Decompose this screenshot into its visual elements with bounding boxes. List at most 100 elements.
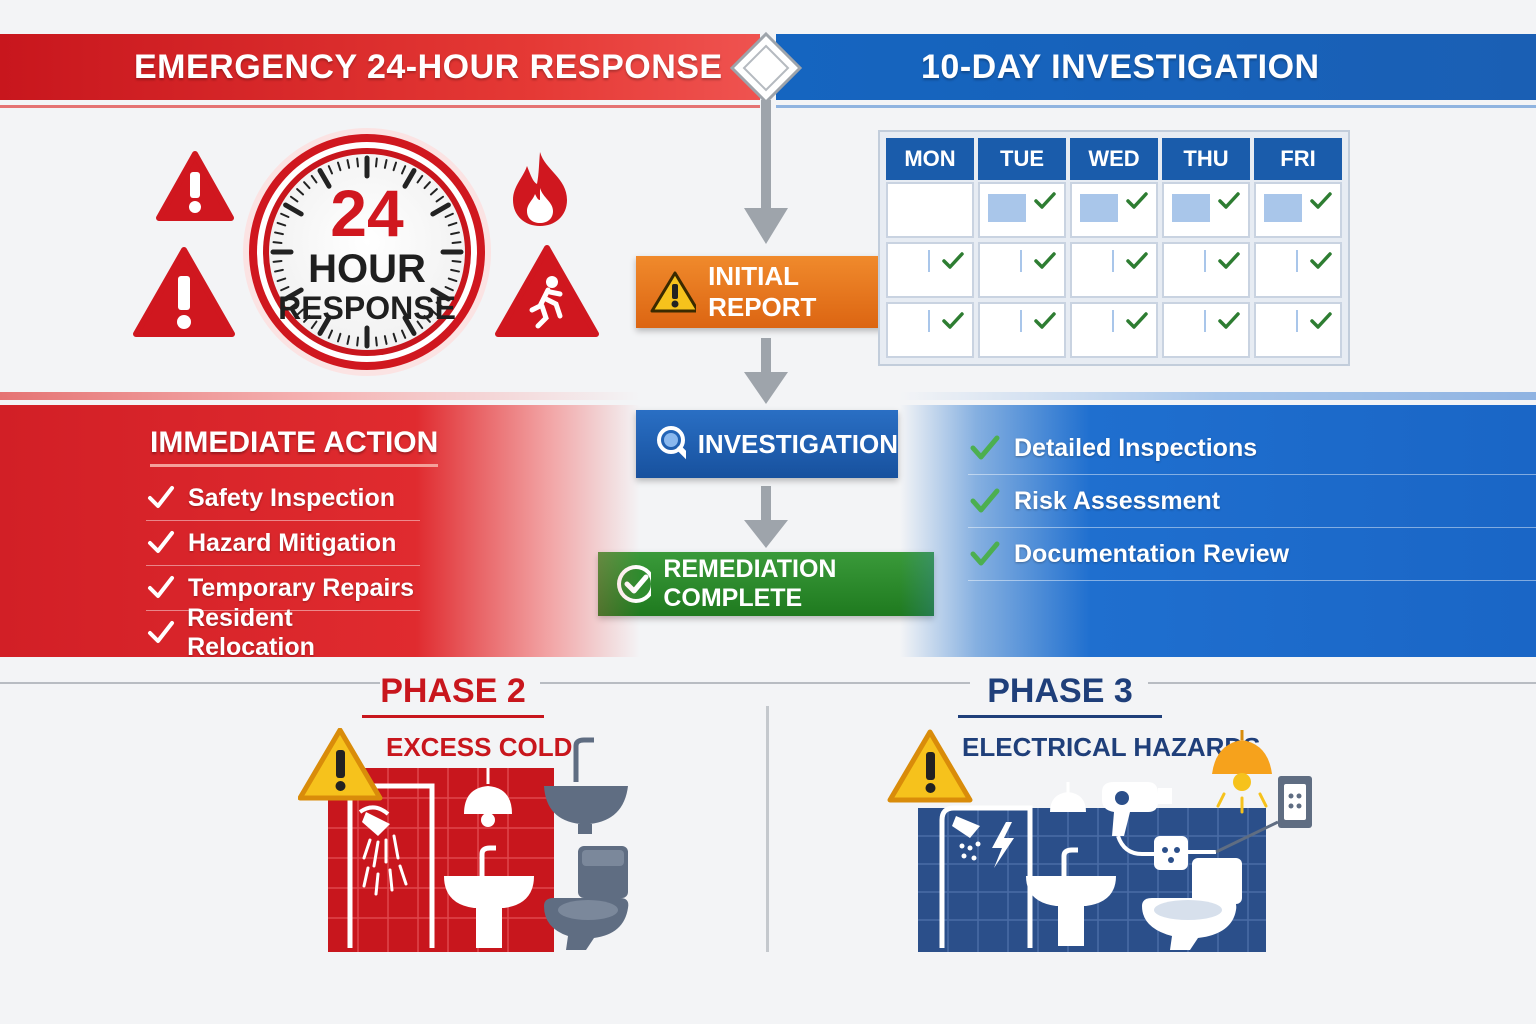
warning-triangle-icon (156, 151, 234, 221)
clock-line1: HOUR (308, 247, 426, 291)
phase3-hazard: ELECTRICAL HAZARDS (962, 732, 1261, 762)
clock-tick (317, 168, 332, 189)
checkmark-icon (942, 252, 964, 269)
clock-tick (374, 336, 378, 347)
investigation-panel (900, 405, 1536, 657)
phase2-number: 2 (506, 672, 526, 710)
calendar-marker (1020, 310, 1022, 332)
checkmark-icon (148, 486, 174, 508)
clock-tick (327, 165, 334, 175)
clock-tick (450, 268, 460, 273)
clock-tick (429, 308, 438, 316)
clock-tick (274, 268, 284, 273)
phase3-title: PHASE 3 (958, 672, 1162, 718)
calendar-cell (1254, 242, 1342, 298)
calendar-block (1264, 194, 1302, 222)
immediate-action-item: Temporary Repairs (146, 566, 420, 611)
calendar-cell (1162, 182, 1250, 238)
calendar-cell (886, 182, 974, 238)
checkmark-icon (1218, 252, 1240, 269)
immediate-action-item-label: Hazard Mitigation (188, 528, 397, 557)
checkmark-icon (1126, 252, 1148, 269)
clock-tick (276, 221, 287, 227)
immediate-action-item-label: Resident Relocation (187, 604, 315, 661)
clock-tick (346, 335, 351, 345)
calendar-cell (1070, 302, 1158, 358)
phase2-label: PHASE (380, 672, 498, 710)
calendar-block (988, 194, 1026, 222)
clock-tick (447, 277, 458, 283)
investigation-item-label: Documentation Review (1014, 539, 1290, 568)
checkmark-icon (1218, 312, 1240, 329)
clock-tick (310, 174, 318, 184)
checkmark-icon (1310, 192, 1332, 209)
investigation-header-bar: 10-DAY INVESTIGATION (776, 34, 1536, 108)
investigation-header-title: 10-DAY INVESTIGATION (921, 48, 1320, 86)
clock-tick (346, 159, 351, 169)
calendar-day-header: FRI (1254, 138, 1342, 180)
immediate-action-item: Resident Relocation (146, 604, 420, 661)
calendar-marker (1296, 250, 1298, 272)
clock-tick (402, 315, 417, 336)
flow-step-remediation-complete: REMEDIATION COMPLETE (598, 552, 934, 616)
clock-tick (317, 315, 332, 336)
magnifier-icon (657, 426, 686, 459)
immediate-action-item-label: Temporary Repairs (188, 573, 415, 602)
clock-tick (272, 259, 283, 263)
clock-tick (303, 314, 311, 323)
phase3-label: PHASE (987, 672, 1105, 710)
immediate-action-title: IMMEDIATE ACTION (150, 426, 439, 467)
investigation-item: Detailed Inspections (968, 422, 1536, 475)
calendar-day-header: TUE (978, 138, 1066, 180)
warning-triangle-large-icon (133, 247, 235, 337)
clock-tick (356, 157, 360, 168)
calendar-day-header: WED (1070, 138, 1158, 180)
investigation-item-label: Detailed Inspections (1014, 433, 1258, 462)
checkmark-icon (1034, 192, 1056, 209)
phase2-hazard: EXCESS COLD (386, 732, 573, 762)
calendar-marker (1204, 250, 1206, 272)
flow-step-initial-report: INITIAL REPORT (636, 256, 898, 328)
checkmark-icon (1218, 192, 1240, 209)
checkmark-icon (1126, 312, 1148, 329)
clock-tick (423, 181, 431, 190)
calendar-cell (1162, 242, 1250, 298)
clock-number: 24 (330, 176, 404, 250)
calendar-day-header: MON (886, 138, 974, 180)
checkmark-icon (1034, 252, 1056, 269)
checkmark-icon (970, 541, 1000, 566)
investigation-item: Risk Assessment (968, 475, 1536, 528)
clock-tick (444, 212, 454, 219)
clock-tick (280, 212, 290, 219)
clock-tick (392, 332, 398, 343)
clock-tick (451, 241, 462, 245)
band-divider (0, 392, 640, 400)
clock-tick (444, 285, 454, 292)
immediate-action-item-label: Safety Inspection (188, 483, 395, 512)
clock-tick (430, 202, 451, 217)
clock-tick (276, 277, 287, 283)
flow-step-investigation: INVESTIGATION (636, 410, 898, 478)
band-divider (900, 392, 1536, 400)
flow-step-label: REMEDIATION COMPLETE (663, 555, 837, 612)
checkmark-icon (1126, 192, 1148, 209)
immediate-action-list: Safety Inspection Hazard Mitigation Temp… (146, 476, 420, 661)
clock-tick (283, 287, 304, 302)
clock-tick (383, 335, 388, 345)
clock-tick (310, 320, 318, 330)
diamond-connector-icon (729, 31, 803, 105)
clock-tick (374, 157, 378, 168)
calendar-marker (1112, 250, 1114, 272)
clock-tick (280, 285, 290, 292)
clock-tick (402, 168, 417, 189)
calendar-cell (978, 302, 1066, 358)
clock-tick (451, 259, 462, 263)
warning-icon (650, 271, 697, 313)
immediate-action-item: Hazard Mitigation (146, 521, 420, 566)
clock-tick (447, 221, 458, 227)
clock-tick (400, 329, 407, 339)
clock-tick (289, 301, 299, 309)
cold-bathroom-illustration (298, 728, 629, 952)
calendar-cell (978, 182, 1066, 238)
emergency-exit-triangle-icon (495, 245, 599, 337)
